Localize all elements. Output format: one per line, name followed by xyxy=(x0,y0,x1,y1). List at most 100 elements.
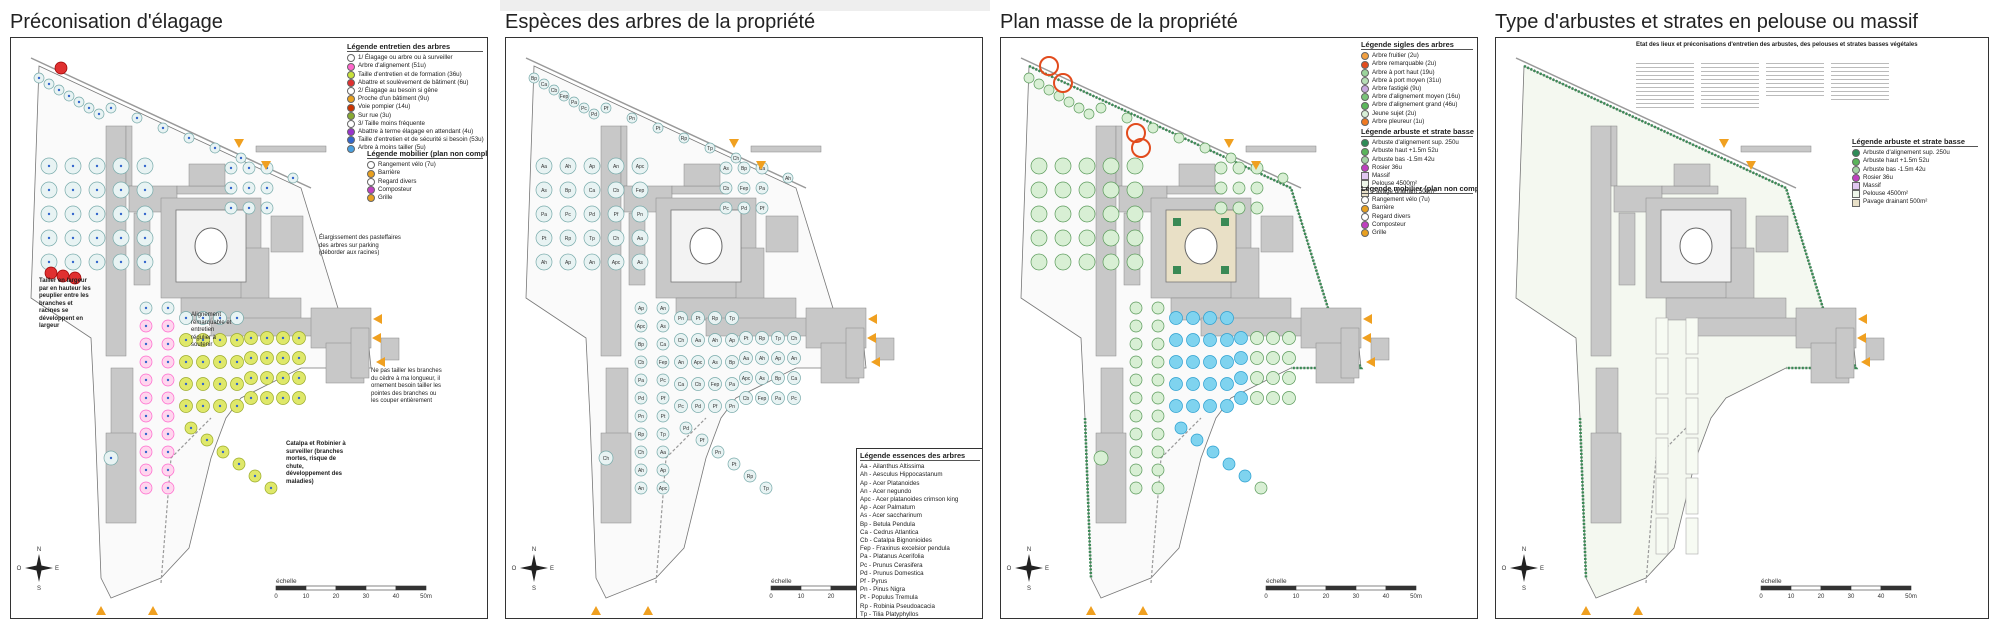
tree-code-label: Ch xyxy=(638,450,645,456)
tree-icon xyxy=(652,122,664,134)
tree-icon xyxy=(1174,421,1188,435)
scale-tick-label: 20 xyxy=(1323,594,1330,600)
legend-furniture: Légende mobilier (plan non complet)Range… xyxy=(367,149,487,203)
tree-icon xyxy=(708,399,722,413)
tree-icon xyxy=(1129,391,1143,405)
tree-icon xyxy=(679,421,693,435)
tree-icon xyxy=(631,181,649,199)
legend-item: Arbuste d'alignement sup. 250u xyxy=(1852,149,1978,158)
tree-icon xyxy=(535,157,553,175)
tree-icon xyxy=(1078,181,1096,199)
tree-icon xyxy=(719,181,733,195)
legend-item: Arbre d'alignement moyen (16u) xyxy=(1361,93,1473,102)
tree-icon xyxy=(1234,391,1248,405)
tree-icon xyxy=(1151,355,1165,369)
legend-item: Pavage drainant 500m² xyxy=(1361,188,1473,197)
legend-item: 1/ Élagage ou arbre ou à surveiller xyxy=(347,54,483,63)
scale-tick-label: 40 xyxy=(393,594,400,600)
legend-item: Composteur xyxy=(1361,221,1473,229)
legend-item: Pa - Platanus Acerifolia xyxy=(860,553,980,561)
scale-tick-label: 10 xyxy=(303,594,310,600)
legend-swatch-icon xyxy=(1361,76,1369,85)
legend-item: Taille d'entretien et de formation (36u) xyxy=(347,71,483,79)
tree-icon xyxy=(708,355,722,369)
legend-title: Légende entretien des arbres xyxy=(347,42,483,53)
tree-icon xyxy=(1169,311,1183,325)
tree-icon xyxy=(1043,84,1055,96)
tree-icon xyxy=(607,205,625,223)
tree-code-label: Apc xyxy=(659,486,668,492)
legend-item: Cb - Catalpa Bignonioides xyxy=(860,537,980,545)
legend-swatch-icon xyxy=(1361,52,1369,61)
scale-tick-label: 40 xyxy=(1383,594,1390,600)
tree-icon xyxy=(583,157,601,175)
tree-icon xyxy=(1129,463,1143,477)
access-arrow-icon xyxy=(1858,314,1867,324)
tree-icon xyxy=(607,181,625,199)
tree-icon xyxy=(1129,373,1143,387)
tree-icon xyxy=(1054,253,1072,271)
tree-icon xyxy=(1054,205,1072,223)
tree-code-label: Ca xyxy=(678,382,685,388)
tree-code-label: Bp xyxy=(638,342,644,348)
shrub-heading: Etat des lieux et préconisations d'entre… xyxy=(1636,42,1918,48)
tree-code-label: Pc xyxy=(791,396,797,402)
legend-swatch-icon xyxy=(1361,109,1369,118)
legend-swatch-icon xyxy=(1361,117,1369,126)
tree-icon xyxy=(1078,157,1096,175)
remarkable-tree-icon xyxy=(1131,138,1151,158)
legend-title: Légende arbuste et strate basse xyxy=(1361,127,1474,138)
tree-code-label: Ch xyxy=(733,156,740,162)
tree-to-fell-icon xyxy=(68,271,82,285)
legend-title: Légende arbuste et strate basse xyxy=(1852,137,1978,148)
tree-icon xyxy=(787,371,801,385)
tree-icon xyxy=(656,409,670,423)
tree-icon xyxy=(691,355,705,369)
tree-icon xyxy=(583,253,601,271)
tree-icon xyxy=(1129,481,1143,495)
tree-code-label: Ap xyxy=(775,356,781,362)
tree-icon xyxy=(1250,331,1264,345)
remarkable-tree-icon xyxy=(1126,123,1146,143)
tree-icon xyxy=(1078,229,1096,247)
legend-item: Ca - Cedrus Atlantica xyxy=(860,529,980,537)
legend-item: Massif xyxy=(1361,172,1473,181)
tree-icon xyxy=(1151,301,1165,315)
tree-code-label: Ca xyxy=(541,82,548,88)
tree-code-label: Cb xyxy=(613,188,620,194)
top-scroll-strip xyxy=(500,0,990,11)
scale-tick-label: 50m xyxy=(420,594,432,600)
tree-code-label: Pn xyxy=(715,450,721,456)
tree-icon xyxy=(743,469,757,483)
tree-icon xyxy=(1214,161,1228,175)
legend-item: An - Acer negundo xyxy=(860,488,980,496)
tree-icon xyxy=(634,337,648,351)
legend-item-label: Abattre et soulèvement de bâtiment (6u) xyxy=(358,78,469,86)
legend-title: Légende sigles des arbres xyxy=(1361,40,1473,51)
tree-icon xyxy=(1030,181,1048,199)
legend-item: Arbre d'alignement grand (46u) xyxy=(1361,101,1473,110)
tree-icon xyxy=(1126,181,1144,199)
tree-code-label: Ah xyxy=(759,356,765,362)
tree-icon xyxy=(719,201,733,215)
tree-icon xyxy=(1203,355,1217,369)
legend-swatch-icon xyxy=(1361,85,1369,94)
tree-icon xyxy=(656,301,670,315)
tree-code-label: Bp xyxy=(531,76,537,82)
legend-item: Pc - Prunus Cerasifera xyxy=(860,562,980,570)
tree-code-label: As xyxy=(723,166,729,172)
access-arrow-icon xyxy=(1746,161,1756,170)
legend-swatch-icon xyxy=(1361,180,1369,189)
legend-item: Rangement vélo (7u) xyxy=(367,161,483,170)
legend-item: Arbuste bas -1.5m 42u xyxy=(1852,166,1978,174)
tree-icon xyxy=(568,96,580,108)
tree-icon xyxy=(1203,399,1217,413)
legend-item: Massif xyxy=(1852,182,1978,191)
legend-item-label: Voie pompier (14u) xyxy=(358,103,411,111)
shrub-text-col3 xyxy=(1766,60,1824,98)
compass-label-o: O xyxy=(512,566,517,572)
tree-icon xyxy=(704,142,716,154)
legend-swatch-icon xyxy=(367,169,375,178)
tree-icon xyxy=(1186,333,1200,347)
